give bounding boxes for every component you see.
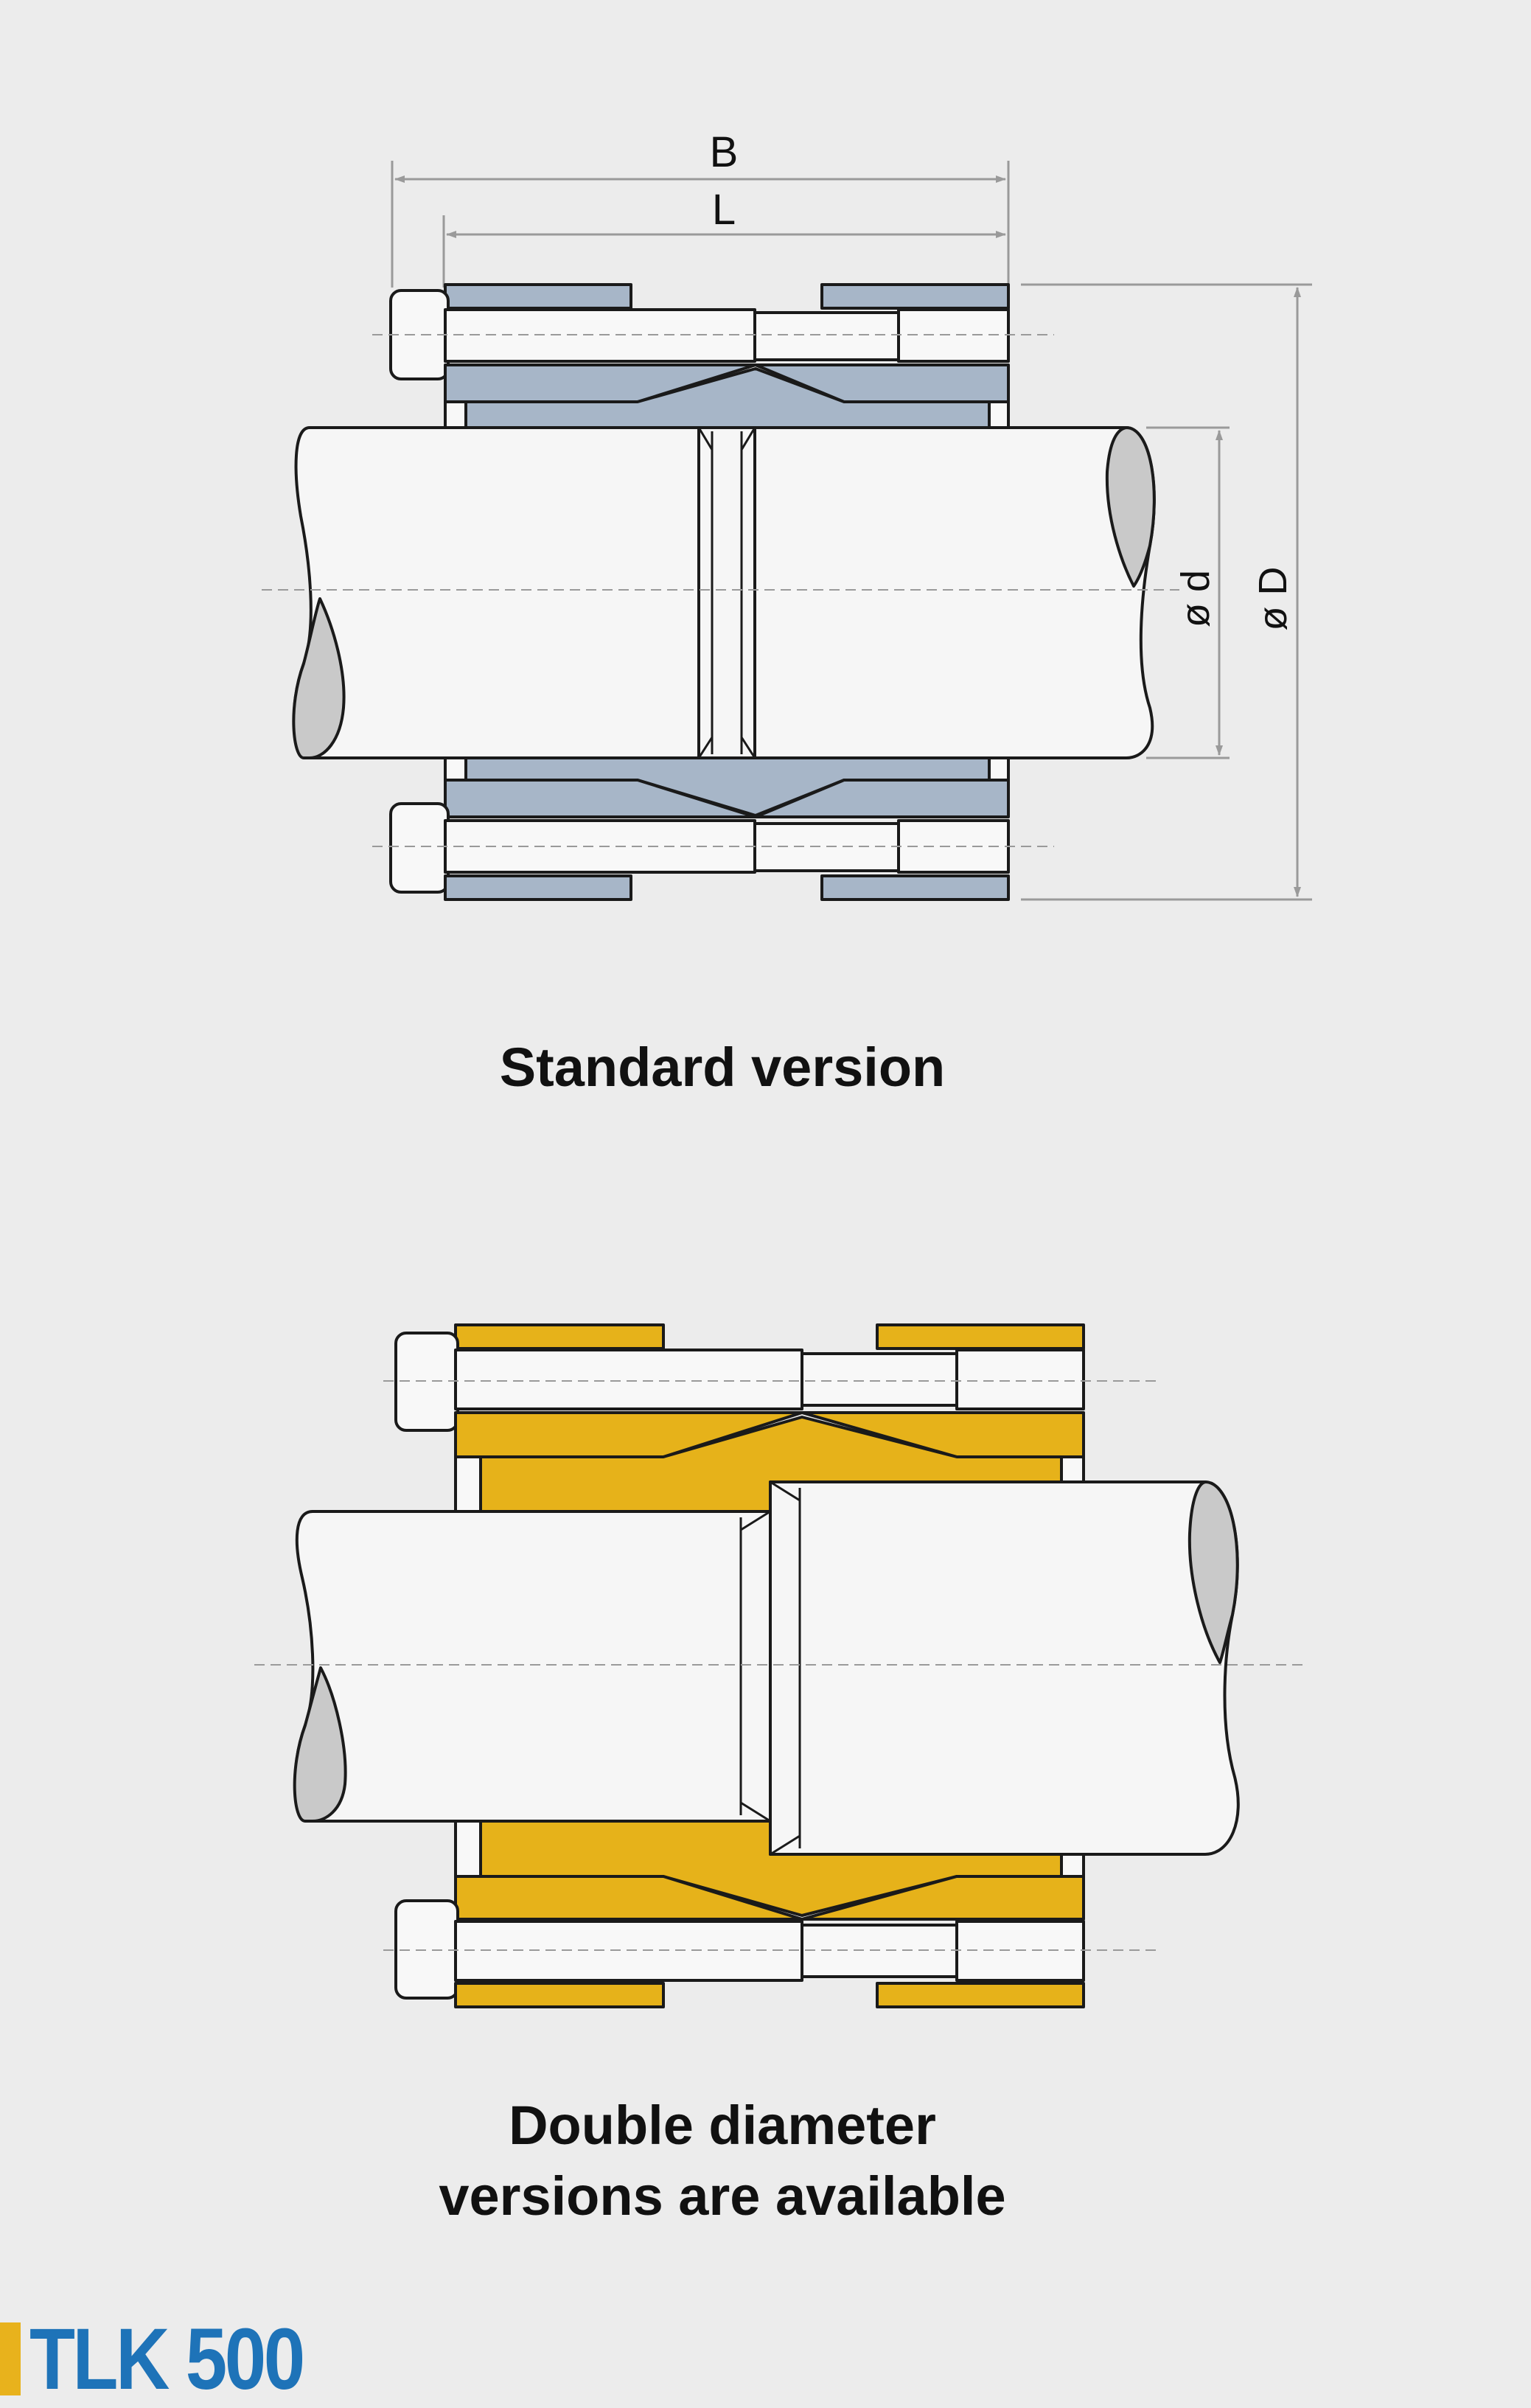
product-brand: TLK 500 (0, 2315, 310, 2404)
dim-d-label: ø d (1173, 570, 1218, 627)
dd-top-outer-ring-right (876, 1323, 1085, 1350)
top-bolt-thread (753, 311, 900, 361)
bottom-outer-ring-right (820, 874, 1010, 901)
standard-shaft (292, 426, 1156, 759)
top-outer-ring-right (820, 283, 1010, 310)
dd-large-shaft (769, 1480, 1240, 1856)
dd-top-bolt-thread (801, 1352, 958, 1407)
standard-bottom-assembly (389, 756, 1010, 901)
top-outer-ring-left (444, 283, 632, 310)
dd-centerlines (254, 1380, 1305, 1951)
dd-large-shaft-section (1188, 1480, 1239, 1664)
dd-bottom-outer-ring-right (876, 1982, 1085, 2008)
standard-version-caption: Standard version (499, 1037, 946, 1098)
dimension-D: ø D (1021, 283, 1312, 901)
dd-bottom-clamp-ring-right (801, 1875, 1085, 1921)
dimension-l: L (442, 186, 1006, 288)
double-caption-line2: versions are available (439, 2165, 1006, 2227)
shaft-section-right (1105, 426, 1156, 588)
double-top-assembly (394, 1323, 1085, 1513)
dim-D-label: ø D (1251, 567, 1295, 631)
double-diameter-caption: Double diameter versions are available (0, 2090, 1445, 2232)
standard-version-drawing: B L (262, 128, 1312, 901)
dd-top-bolt-shank (454, 1349, 803, 1410)
bottom-outer-ring-left (444, 874, 632, 901)
brand-accent-bar (0, 2322, 21, 2395)
standard-centerlines (262, 334, 1179, 847)
dd-small-shaft (293, 1510, 772, 1823)
dimension-d: ø d (1146, 426, 1230, 759)
dimension-b: B (391, 128, 1010, 288)
standard-top-assembly (389, 283, 1010, 429)
shaft-section-left (292, 597, 346, 759)
bottom-clamp-ring-right (754, 779, 1010, 818)
dd-bottom-outer-ring-left (454, 1982, 665, 2008)
dd-top-clamp-ring-left (454, 1411, 803, 1458)
dd-small-shaft-section (293, 1666, 347, 1823)
dim-l-label: L (712, 186, 736, 234)
double-diameter-drawing (254, 1323, 1305, 2008)
bottom-bolt-head (389, 802, 450, 894)
product-name: TLK 500 (29, 2311, 305, 2408)
dd-top-outer-ring-left (454, 1323, 665, 1350)
double-caption-line1: Double diameter (509, 2095, 936, 2156)
dim-b-label: B (710, 128, 739, 176)
